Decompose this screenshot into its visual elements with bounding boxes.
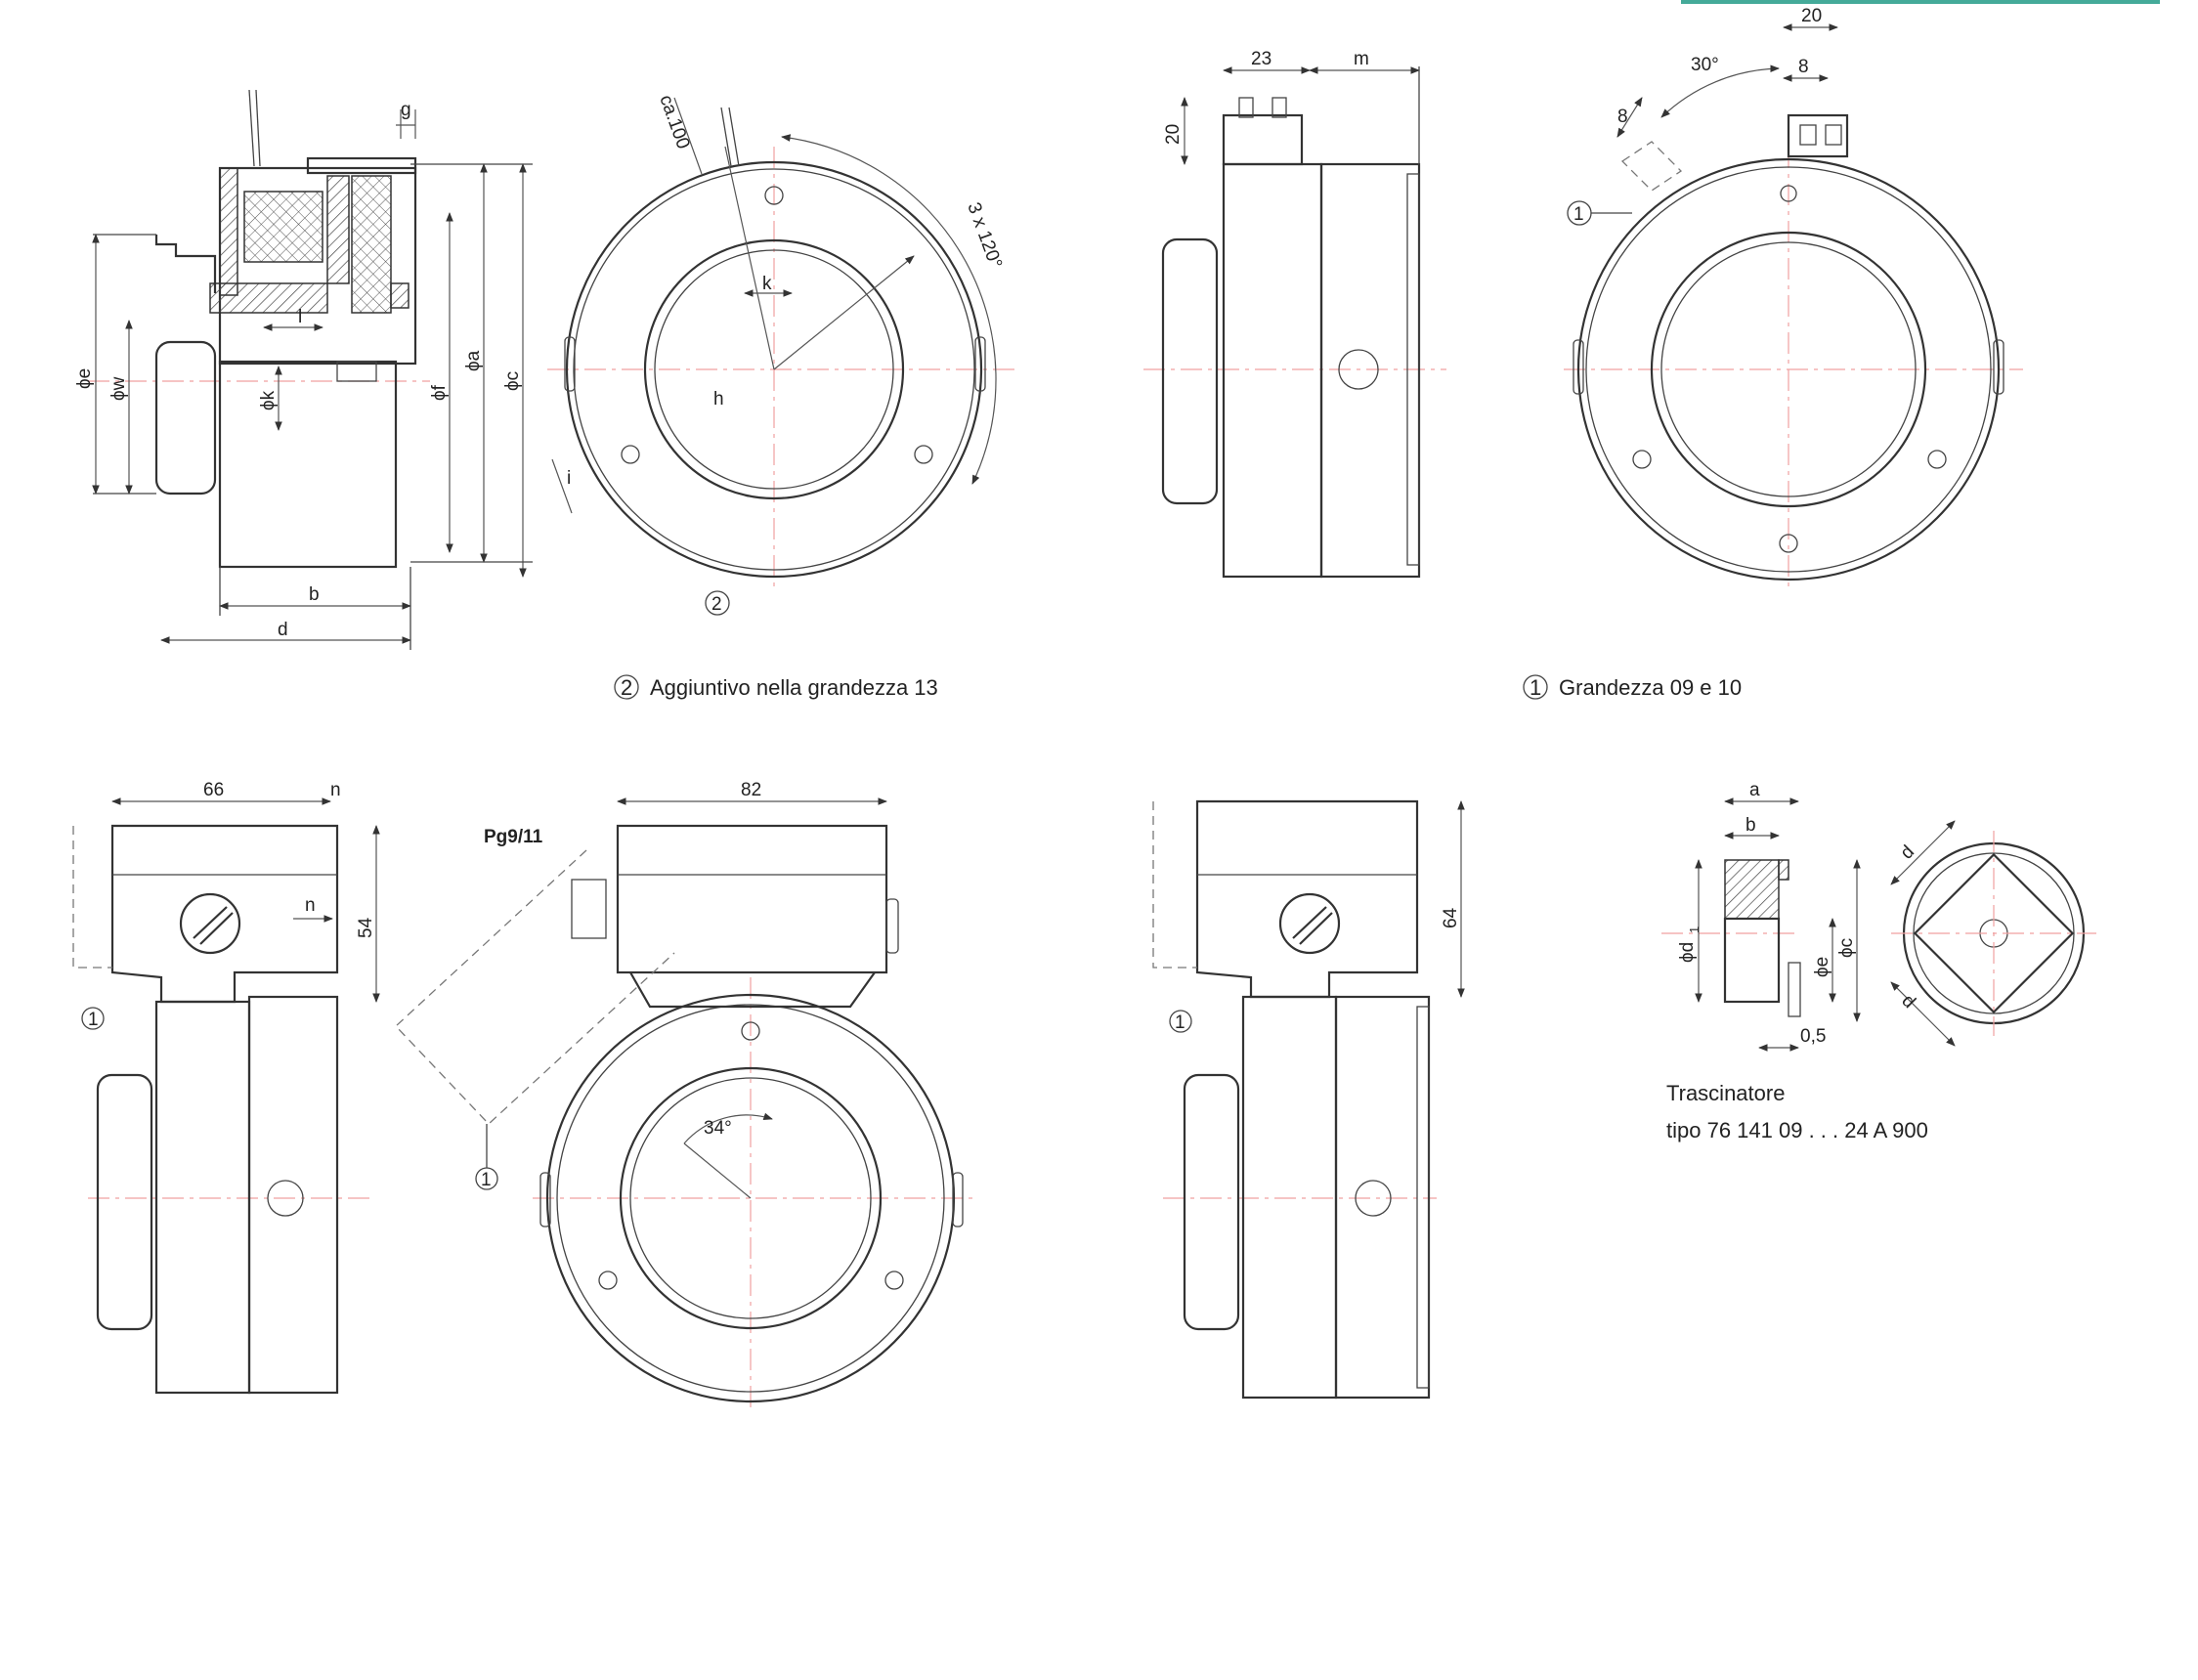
label-phi-e: ϕe (74, 368, 95, 389)
label-82: 82 (741, 780, 761, 800)
svg-text:2: 2 (621, 675, 632, 700)
label-l: l (298, 307, 302, 327)
label-phi-c-driver: ϕc (1836, 938, 1857, 958)
label-34deg: 34° (704, 1118, 732, 1139)
note-1-c: 1 (1175, 1012, 1185, 1033)
label-66: 66 (203, 780, 224, 800)
note-2: 2 (711, 594, 722, 615)
label-30deg: 30° (1691, 55, 1719, 75)
label-ca100: ca.100 (655, 93, 693, 152)
view-front-circle-1: ca.100 3 x 120° h k i 2 (547, 93, 1016, 616)
label-54: 54 (356, 917, 376, 938)
label-m: m (1354, 49, 1369, 69)
label-i: i (567, 468, 571, 489)
label-phi-f: ϕf (429, 384, 450, 401)
label-20-top: 20 (1801, 6, 1822, 26)
label-d-bottom: d (1897, 991, 1918, 1012)
view-side-2: 23 m 20 (1143, 49, 1446, 579)
view-side-terminal-2: 64 1 (1152, 799, 1465, 1400)
note-1-a: 1 (88, 1010, 99, 1030)
label-b: b (309, 584, 320, 605)
label-b-driver: b (1745, 815, 1756, 836)
caption-size-09-10: 1 Grandezza 09 e 10 (1523, 674, 1742, 700)
label-phi-w: ϕw (108, 376, 129, 401)
label-8-right: 8 (1798, 57, 1809, 77)
label-d: d (278, 620, 288, 640)
label-h: h (713, 389, 724, 409)
label-n-mid: n (305, 895, 316, 916)
svg-text:Grandezza 09 e 10: Grandezza 09 e 10 (1559, 675, 1742, 700)
label-g: g (401, 100, 411, 120)
label-23: 23 (1251, 49, 1271, 69)
note-1-b: 1 (481, 1170, 492, 1190)
label-phi-e-driver: ϕe (1812, 957, 1832, 977)
driver-title: Trascinatore (1666, 1081, 1785, 1105)
svg-text:Aggiuntivo nella grandezza 13: Aggiuntivo nella grandezza 13 (650, 675, 938, 700)
caption-add-13: 2 Aggiuntivo nella grandezza 13 (614, 674, 938, 700)
view-front-terminal: 82 Pg9/11 34° 1 (395, 780, 977, 1407)
view-side-terminal-1: 66 n n 54 1 (72, 780, 380, 1395)
view-section-side: g l ϕe ϕw ϕk ϕf ϕa ϕc b d (74, 89, 533, 650)
note-1-top: 1 (1573, 204, 1584, 225)
label-phi-a: ϕa (463, 350, 484, 371)
view-driver: a b ϕd 1 ϕe ϕc 0,5 d d Trascinatore tipo… (1661, 780, 2096, 1142)
svg-text:1: 1 (1530, 675, 1541, 700)
label-a: a (1749, 780, 1760, 800)
driver-subtitle: tipo 76 141 09 . . . 24 A 900 (1666, 1118, 1928, 1142)
label-20-vert: 20 (1163, 124, 1184, 145)
label-pg9-11: Pg9/11 (484, 827, 543, 847)
label-0-5: 0,5 (1800, 1026, 1826, 1047)
label-phi-d1: ϕd (1677, 942, 1698, 963)
view-front-circle-2: 20 30° 8 8 1 (1564, 6, 2023, 586)
label-3x120: 3 x 120° (963, 200, 1006, 272)
label-phi-d1-sub: 1 (1687, 926, 1702, 933)
label-8-left: 8 (1617, 107, 1628, 127)
label-phi-k: ϕk (258, 390, 279, 410)
label-phi-c: ϕc (502, 371, 523, 391)
label-64: 64 (1441, 907, 1461, 928)
label-n-top: n (330, 780, 341, 800)
label-k: k (762, 274, 772, 294)
